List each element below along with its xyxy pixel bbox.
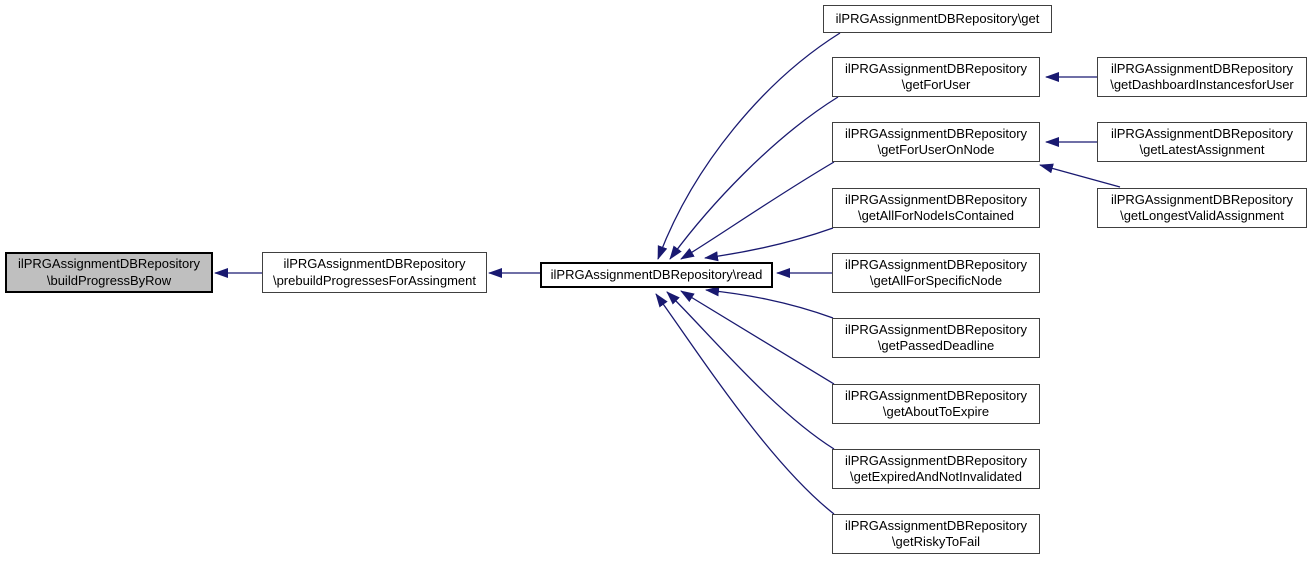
node-label: ilPRGAssignmentDBRepository [283,256,466,272]
edge-getExpiredAndNotInvalidated-to-read [666,291,835,450]
node-label: \getDashboardInstancesforUser [1110,77,1294,92]
node-getAllForNodeIsContained[interactable]: ilPRGAssignmentDBRepository \getAllForNo… [832,188,1040,228]
node-label: \getAllForNodeIsContained [857,208,1015,223]
node-label: \getLongestValidAssignment [1120,208,1284,223]
node-label: ilPRGAssignmentDBRepository [844,321,1028,337]
node-label: ilPRGAssignmentDBRepository [17,256,201,272]
node-read[interactable]: ilPRGAssignmentDBRepository\read [540,262,773,288]
node-label: ilPRGAssignmentDBRepository [1110,125,1294,141]
node-getDashboardInstancesforUser[interactable]: ilPRGAssignmentDBRepository \getDashboar… [1097,57,1307,97]
node-prebuildProgressesForAssingment[interactable]: ilPRGAssignmentDBRepository \prebuildPro… [262,252,487,293]
node-label: ilPRGAssignmentDBRepository [844,452,1028,468]
node-label: \getAboutToExpire [882,404,990,419]
node-label: \getRiskyToFail [891,534,981,549]
node-label: \prebuildProgressesForAssingment [272,272,477,288]
edge-get-to-read [657,32,841,260]
node-label: ilPRGAssignmentDBRepository [844,191,1028,207]
node-label: \getLatestAssignment [1139,142,1265,157]
node-label: ilPRGAssignmentDBRepository [1110,60,1294,76]
edge-getForUser-to-read [669,96,839,260]
node-getAboutToExpire[interactable]: ilPRGAssignmentDBRepository \getAboutToE… [832,384,1040,424]
edge-getLongestValidAssignment-to-getForUserOnNode [1039,163,1121,188]
node-buildProgressByRow[interactable]: ilPRGAssignmentDBRepository \buildProgre… [5,252,213,293]
node-getRiskyToFail[interactable]: ilPRGAssignmentDBRepository \getRiskyToF… [832,514,1040,554]
node-label: ilPRGAssignmentDBRepository [844,60,1028,76]
node-label: ilPRGAssignmentDBRepository [844,125,1028,141]
node-label: ilPRGAssignmentDBRepository [844,387,1028,403]
node-label: ilPRGAssignmentDBRepository\get [835,10,1040,26]
node-getForUser[interactable]: ilPRGAssignmentDBRepository \getForUser [832,57,1040,97]
edge-getRiskyToFail-to-read [655,293,835,515]
node-label: ilPRGAssignmentDBRepository\read [550,266,763,282]
node-label: \buildProgressByRow [46,272,172,288]
node-label: ilPRGAssignmentDBRepository [844,517,1028,533]
node-label: ilPRGAssignmentDBRepository [844,256,1028,272]
node-getExpiredAndNotInvalidated[interactable]: ilPRGAssignmentDBRepository \getExpiredA… [832,449,1040,489]
node-label: \getAllForSpecificNode [869,273,1003,288]
node-getPassedDeadline[interactable]: ilPRGAssignmentDBRepository \getPassedDe… [832,318,1040,358]
edge-getAboutToExpire-to-read [680,290,835,385]
node-getLongestValidAssignment[interactable]: ilPRGAssignmentDBRepository \getLongestV… [1097,188,1307,228]
node-get[interactable]: ilPRGAssignmentDBRepository\get [823,5,1052,33]
edge-getPassedDeadline-to-read [705,286,834,319]
node-label: \getExpiredAndNotInvalidated [849,469,1022,484]
node-getAllForSpecificNode[interactable]: ilPRGAssignmentDBRepository \getAllForSp… [832,253,1040,293]
node-label: \getPassedDeadline [877,338,995,353]
node-getForUserOnNode[interactable]: ilPRGAssignmentDBRepository \getForUserO… [832,122,1040,162]
node-getLatestAssignment[interactable]: ilPRGAssignmentDBRepository \getLatestAs… [1097,122,1307,162]
node-label: \getForUserOnNode [877,142,995,157]
edge-getForUserOnNode-to-read [680,161,835,260]
node-label: ilPRGAssignmentDBRepository [1110,191,1294,207]
node-label: \getForUser [901,77,971,92]
edge-getAllForNodeIsContained-to-read [704,227,834,262]
